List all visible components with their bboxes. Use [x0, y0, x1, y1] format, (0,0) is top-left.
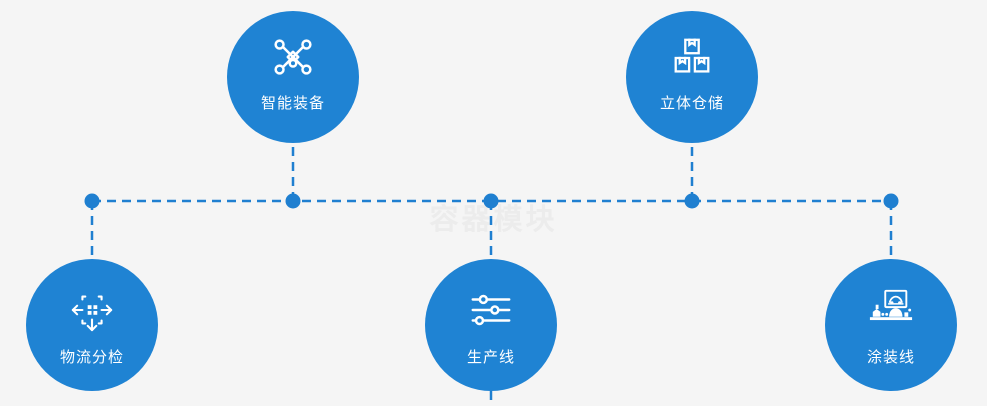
node-label-stereoscopic-warehouse: 立体仓储	[659, 95, 724, 112]
sliders-icon	[468, 287, 514, 333]
stacked-boxes-icon	[669, 35, 715, 81]
node-label-logistics-sorting: 物流分检	[59, 349, 124, 366]
node-label-coating-line: 涂装线	[866, 349, 915, 366]
watermark-text: 容器模块	[429, 204, 558, 236]
node-label-production-line: 生产线	[466, 349, 515, 366]
sorting-arrows-icon	[69, 287, 115, 333]
node-logistics-sorting[interactable]: 物流分检	[26, 259, 158, 391]
node-coating-line[interactable]: 涂装线	[825, 259, 957, 391]
node-production-line[interactable]: 生产线	[425, 259, 557, 391]
node-label-smart-equipment: 智能装备	[260, 95, 325, 112]
node-stereoscopic-warehouse[interactable]: 立体仓储	[626, 11, 758, 143]
node-smart-equipment[interactable]: 智能装备	[227, 11, 359, 143]
network-nodes-icon	[270, 35, 316, 81]
paint-booth-icon	[868, 287, 914, 333]
